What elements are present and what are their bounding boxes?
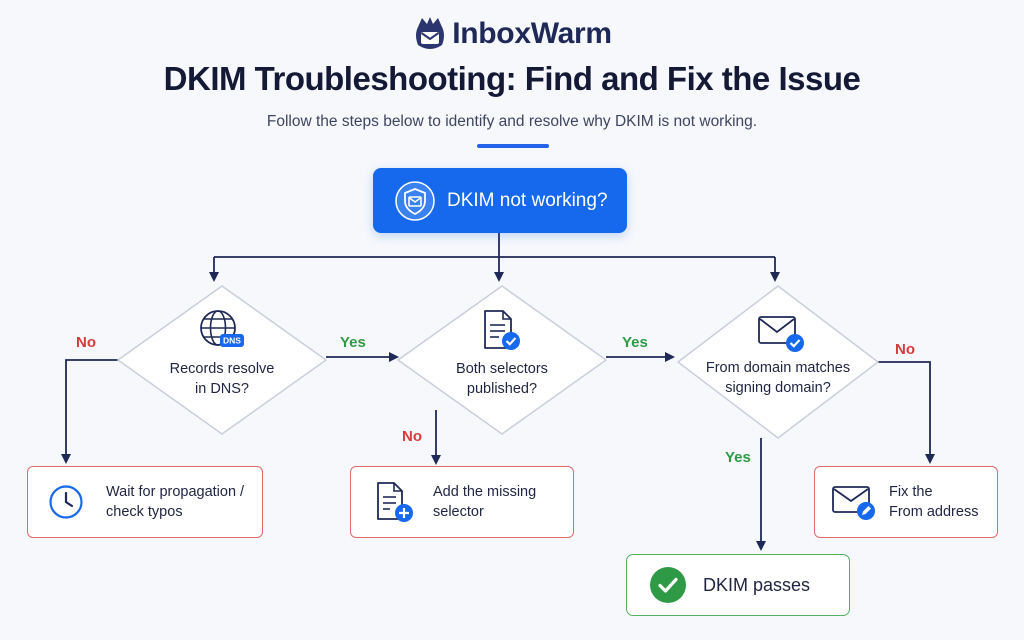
page-subtitle: Follow the steps below to identify and r… (266, 113, 758, 130)
connector-d3-no (878, 361, 935, 464)
mail-check-icon (758, 316, 804, 352)
decision-3-text: From domain matches signing domain? (693, 358, 863, 398)
shield-mail-icon (395, 180, 435, 221)
logo-text: InboxWarm (452, 17, 612, 50)
outcome-3-line1: Fix the (889, 484, 933, 500)
decision-1-line1: Records resolve (169, 361, 275, 377)
decision-3-line2: signing domain? (725, 380, 831, 396)
outcome-1-line2: check typos (106, 504, 183, 520)
brand-logo: InboxWarm (0, 12, 1024, 56)
decision-diamond-3 (677, 285, 879, 439)
decision-2-line2: published? (466, 381, 538, 397)
decision-diamond-1 (117, 285, 327, 435)
decision-3-line1: From domain matches (705, 360, 851, 376)
check-circle-icon (650, 567, 686, 603)
outcome-1-text: Wait for propagation / check typos (106, 482, 244, 522)
dns-badge: DNS (223, 336, 241, 346)
outcome-box-3: Fix the From address (814, 466, 998, 538)
branch-label-d3-no: No (895, 341, 915, 358)
globe-dns-icon: DNS (200, 310, 244, 347)
start-node: DKIM not working? (373, 168, 627, 233)
outcome-3-line2: From address (889, 504, 979, 520)
decision-2-line1: Both selectors (456, 361, 548, 377)
start-label: DKIM not working? (447, 189, 608, 211)
decision-2-text: Both selectors published? (427, 359, 577, 399)
branch-label-d2-no: No (402, 428, 422, 445)
title-underline (477, 144, 549, 148)
success-label: DKIM passes (703, 574, 811, 595)
outcome-2-line2: selector (433, 504, 484, 520)
page-title: DKIM Troubleshooting: Find and Fix the I… (163, 60, 861, 97)
outcome-2-text: Add the missing selector (433, 482, 536, 522)
branch-label-d2-yes: Yes (622, 334, 648, 351)
outcome-3-text: Fix the From address (889, 482, 978, 522)
decision-diamond-2 (397, 285, 607, 435)
mail-edit-icon (832, 486, 875, 520)
decision-1-line2: in DNS? (195, 381, 249, 397)
document-check-icon (484, 310, 520, 350)
connector-d1-no (61, 359, 118, 464)
outcome-2-line1: Add the missing (433, 484, 537, 500)
outcome-1-line1: Wait for propagation / (106, 484, 245, 500)
clock-icon (49, 485, 83, 519)
document-add-icon (377, 482, 413, 522)
outcome-box-2: Add the missing selector (350, 466, 574, 538)
decision-1-text: Records resolve in DNS? (147, 359, 297, 399)
branch-label-d1-yes: Yes (340, 334, 366, 351)
outcome-box-1: Wait for propagation / check typos (27, 466, 263, 538)
branch-label-d1-no: No (76, 334, 96, 351)
branch-label-d3-yes: Yes (725, 449, 751, 466)
logo-mascot-icon (416, 17, 445, 49)
success-box: DKIM passes (626, 554, 850, 616)
